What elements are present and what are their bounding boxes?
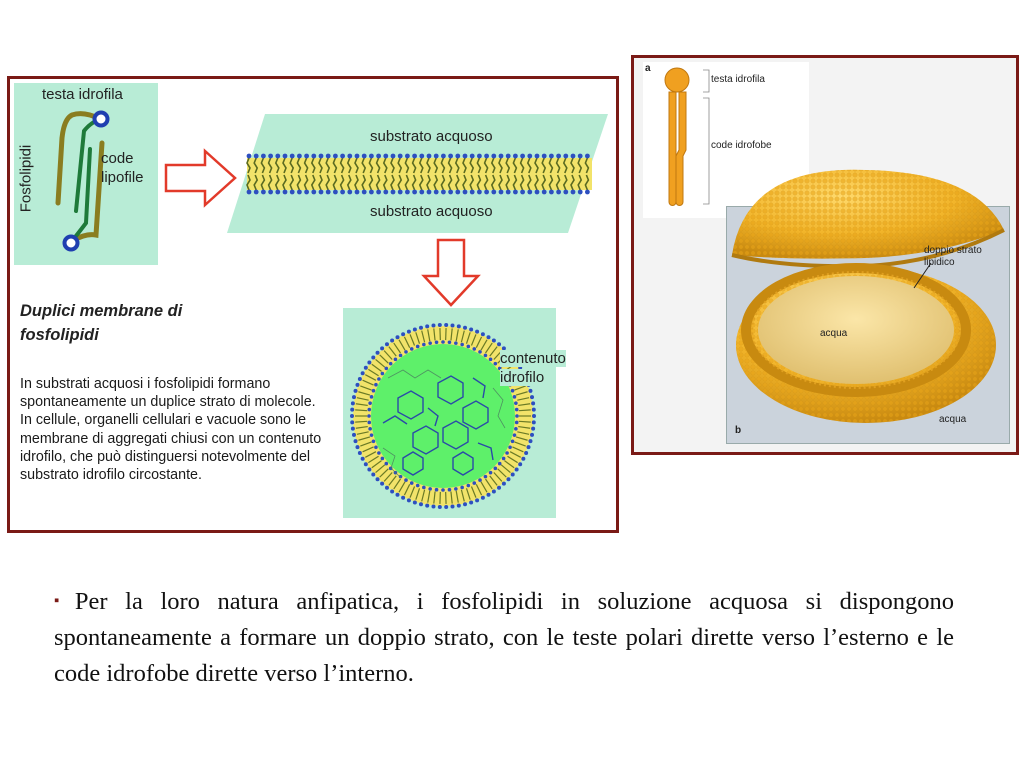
bilayer-illustration [227, 114, 608, 233]
description-paragraph: In substrati acquosi i fosfolipidi forma… [20, 376, 322, 484]
doppio-strato-lipidico-label-line1: doppio strato [924, 245, 982, 256]
vesicle-illustration [350, 323, 536, 509]
contenuto-idrofilo-label-line2: idrofilo [500, 369, 545, 386]
doppio-strato-lipidico-label-line2: lipidico [924, 257, 955, 268]
code-lipofile-label-line2: lipofile [101, 169, 144, 186]
bullet-text: Per la loro natura anfipatica, i fosfoli… [54, 588, 954, 687]
schematic-testa-idrofila-label: testa idrofila [711, 74, 765, 85]
phospholipid-schematic [664, 67, 710, 206]
acqua-inner-label: acqua [820, 328, 848, 339]
panel-b-label: b [735, 425, 742, 436]
schematic-code-idrofobe-label: code idrofobe [711, 140, 772, 151]
phospholipid-molecules-illustration [55, 110, 110, 252]
contenuto-idrofilo-label-line1: contenuto [500, 350, 566, 367]
liposome-illustration [731, 169, 1005, 423]
code-lipofile-label-line1: code [101, 150, 134, 167]
right-arrow-icon [164, 148, 237, 208]
testa-idrofila-label: testa idrofila [42, 86, 123, 103]
bullet-marker-icon: ▪ [54, 593, 71, 609]
acqua-outer-label: acqua [939, 414, 967, 425]
bullet-paragraph: ▪Per la loro natura anfipatica, i fosfol… [54, 583, 954, 692]
substrato-acquoso-bottom-label: substrato acquoso [370, 203, 493, 220]
panel-a-label: a [645, 63, 651, 74]
section-heading-line1: Duplici membrane di [20, 302, 183, 320]
fosfolipidi-vertical-label: Fosfolipidi [17, 144, 35, 213]
substrato-acquoso-top-label: substrato acquoso [370, 128, 493, 145]
section-heading-line2: fosfolipidi [20, 326, 99, 344]
down-arrow-icon [421, 238, 481, 307]
